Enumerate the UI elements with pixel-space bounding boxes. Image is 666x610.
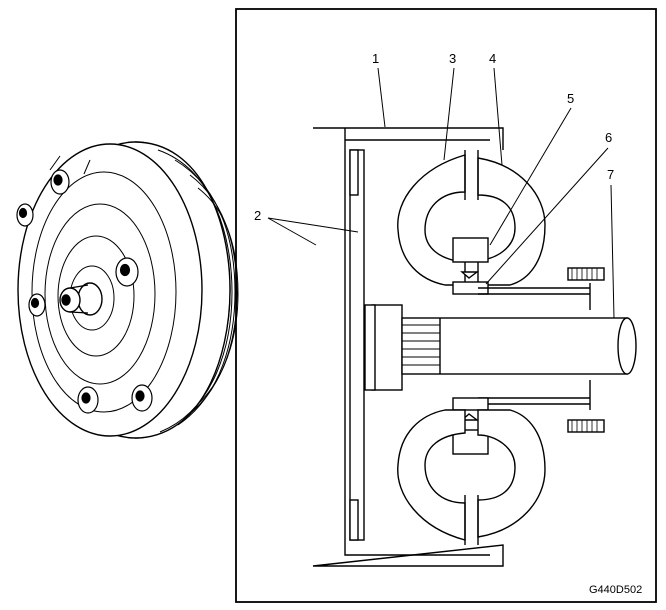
turbine-upper (477, 157, 546, 286)
one-way-clutch-lower (452, 397, 489, 411)
cross-section-schematic (312, 127, 637, 567)
impeller-upper (397, 154, 466, 286)
callout-3: 3 (449, 51, 457, 66)
cover-plate (349, 149, 365, 541)
input-shaft (401, 317, 628, 375)
stator-support-upper (567, 267, 605, 281)
schematic-frame (235, 8, 657, 603)
leader-lines (267, 67, 615, 319)
stud-lug-group (16, 155, 153, 414)
stator-support-lower (567, 419, 605, 433)
hub-plate (371, 304, 403, 391)
callout-2: 2 (254, 208, 262, 223)
housing-inner (344, 128, 490, 556)
callout-6: 6 (605, 130, 613, 145)
stator-upper (452, 237, 489, 263)
impeller-lower (397, 409, 466, 541)
torque-converter-illustration (16, 141, 239, 439)
turbine-lower (477, 409, 546, 538)
callout-4: 4 (489, 51, 497, 66)
callout-7: 7 (607, 167, 615, 182)
callout-1: 1 (372, 51, 380, 66)
figure-code: G440D502 (589, 584, 643, 596)
callout-5: 5 (567, 91, 575, 106)
